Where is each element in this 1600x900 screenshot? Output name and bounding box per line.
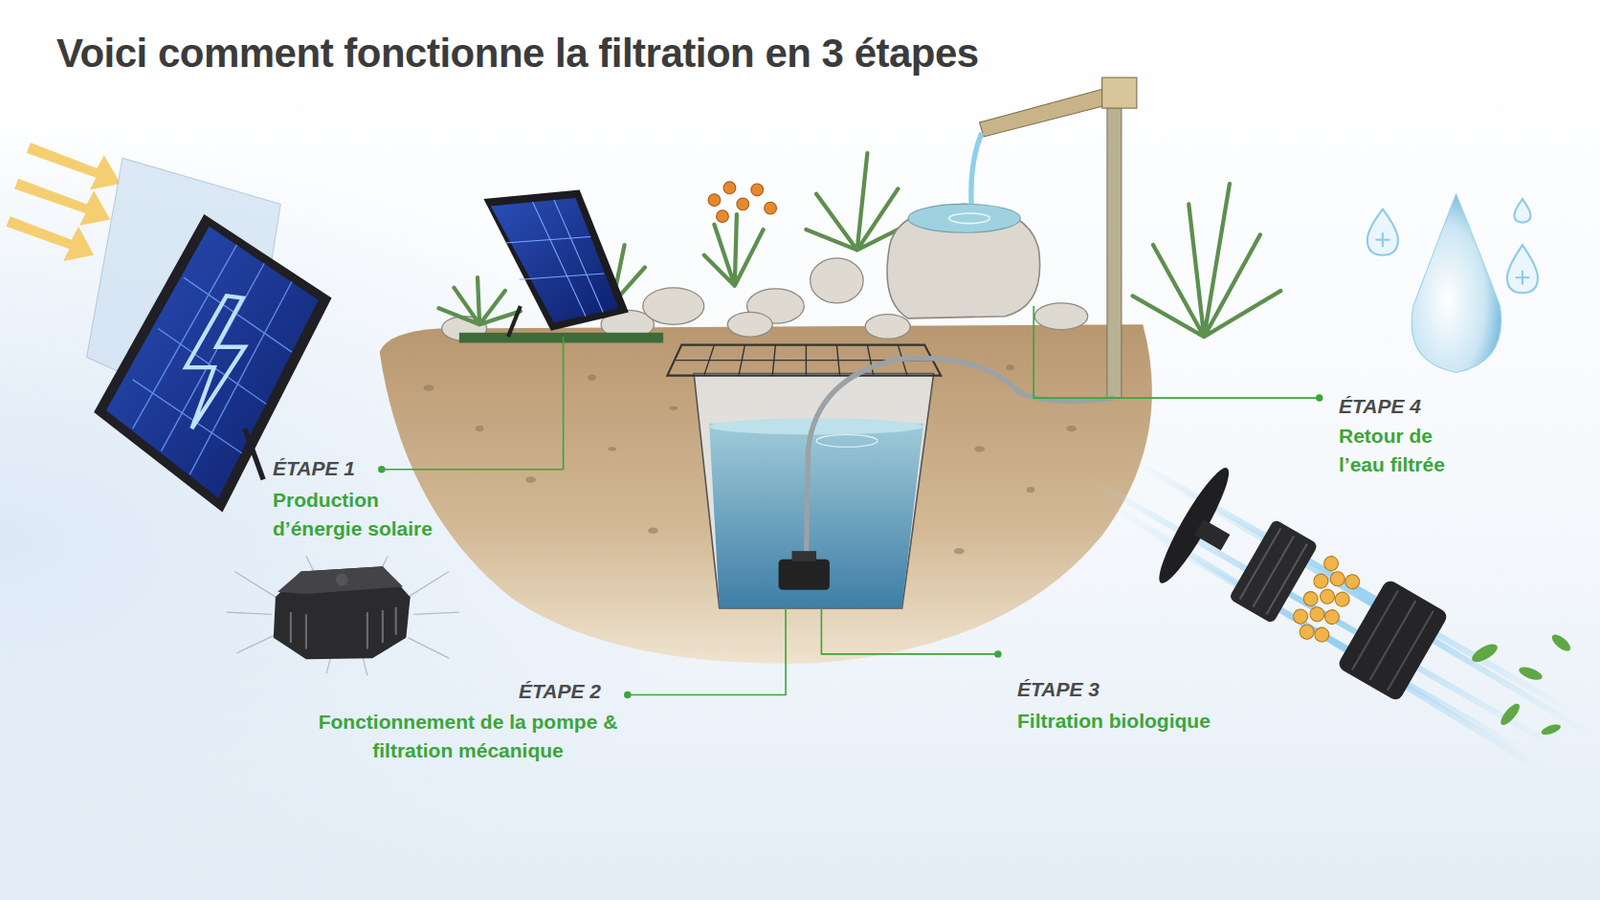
step-number: ÉTAPE 1 xyxy=(272,457,356,481)
step-label: Filtration biologique xyxy=(1017,707,1211,736)
step-number: ÉTAPE 4 xyxy=(1338,395,1422,419)
step-label: Fonctionnement de la pompe & filtration … xyxy=(290,708,645,766)
step-number: ÉTAPE 2 xyxy=(518,680,601,704)
step-label: Retour de l’eau filtrée xyxy=(1338,422,1483,480)
step-label: Production d’énergie solaire xyxy=(272,486,455,544)
step-number: ÉTAPE 3 xyxy=(1017,678,1100,702)
title: Voici comment fonctionne la filtration e… xyxy=(56,30,979,77)
